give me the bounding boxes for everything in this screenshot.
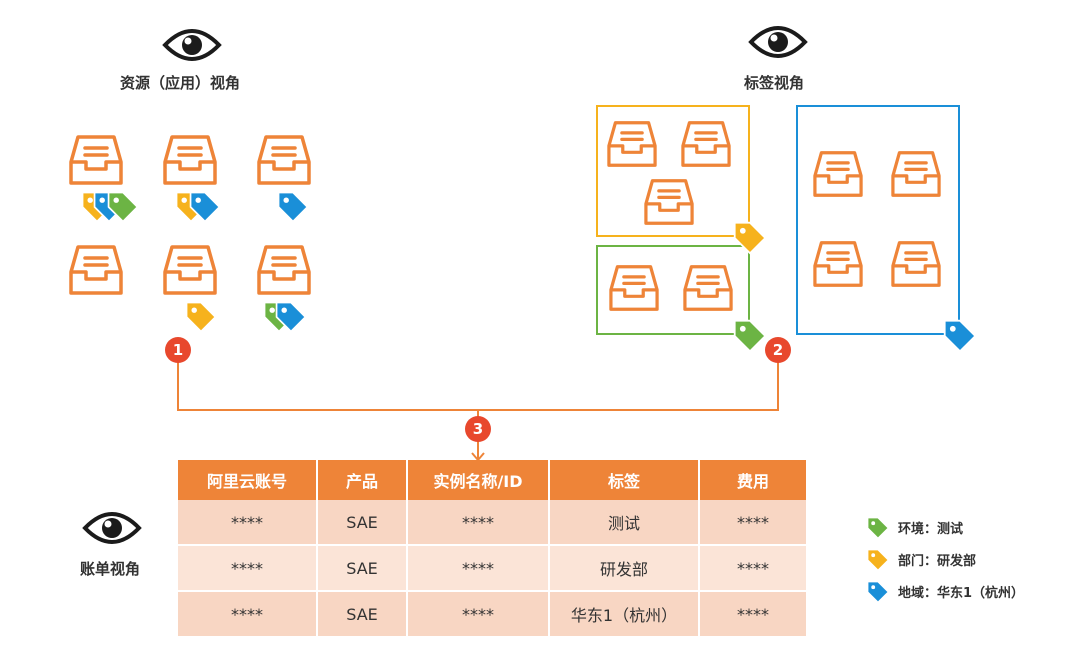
table-cell: **** bbox=[699, 545, 806, 592]
tagged-tray-icon bbox=[644, 179, 694, 225]
yellow-tag-icon bbox=[867, 549, 889, 571]
blue-tag-icon bbox=[277, 191, 309, 223]
table-row: **** SAE **** 研发部 **** bbox=[178, 545, 806, 592]
step-badge-3: 3 bbox=[465, 416, 491, 442]
step-badge-1: 1 bbox=[165, 337, 191, 363]
tagged-tray-icon bbox=[891, 151, 941, 197]
column-header: 实例名称/ID bbox=[407, 460, 550, 500]
table-cell: 研发部 bbox=[549, 545, 700, 592]
green-tag-icon bbox=[867, 517, 889, 539]
table-cell: **** bbox=[699, 500, 806, 546]
region-group-box bbox=[796, 105, 960, 335]
table-cell: **** bbox=[178, 500, 318, 546]
tagged-tray-icon bbox=[813, 241, 863, 287]
legend-label: 环境：测试 bbox=[898, 522, 964, 537]
resource-tray-icon bbox=[163, 135, 217, 185]
resource-view-label: 资源（应用）视角 bbox=[120, 74, 241, 92]
table-cell: SAE bbox=[317, 591, 408, 638]
tagged-tray-icon bbox=[607, 121, 657, 167]
bill-view-label: 账单视角 bbox=[80, 560, 141, 578]
resource-view-eye-icon bbox=[163, 29, 221, 61]
legend-item-region: 地域：华东1（杭州） bbox=[898, 582, 1024, 601]
column-header: 标签 bbox=[549, 460, 700, 500]
tagged-tray-icon bbox=[891, 241, 941, 287]
column-header: 阿里云账号 bbox=[178, 460, 318, 500]
column-header: 产品 bbox=[317, 460, 408, 500]
dept-group-box bbox=[596, 105, 750, 237]
table-cell: SAE bbox=[317, 545, 408, 592]
table-cell: **** bbox=[407, 500, 550, 546]
resource-tray-icon bbox=[163, 245, 217, 295]
tagged-tray-icon bbox=[813, 151, 863, 197]
table-cell: SAE bbox=[317, 500, 408, 546]
tagged-tray-icon bbox=[609, 265, 659, 311]
step-badge-2: 2 bbox=[765, 337, 791, 363]
blue-tag-icon bbox=[867, 581, 889, 603]
legend-item-dept: 部门：研发部 bbox=[898, 550, 976, 569]
resource-tray-icon bbox=[257, 135, 311, 185]
bill-view-eye-icon bbox=[83, 512, 141, 544]
green-tag-icon bbox=[733, 319, 767, 353]
table-cell: **** bbox=[178, 591, 318, 638]
tag-view-label: 标签视角 bbox=[744, 74, 805, 92]
yellow-tag-icon bbox=[185, 301, 217, 333]
table-header-row: 阿里云账号 产品 实例名称/ID 标签 费用 bbox=[178, 460, 806, 500]
yellow-tag-icon bbox=[733, 221, 767, 255]
resource-tray-icon bbox=[69, 135, 123, 185]
resource-tray-icon bbox=[257, 245, 311, 295]
tagged-tray-icon bbox=[683, 265, 733, 311]
table-cell: **** bbox=[407, 545, 550, 592]
table-cell: 华东1（杭州） bbox=[549, 591, 700, 638]
connector-line bbox=[177, 362, 779, 411]
resource-tray-icon bbox=[69, 245, 123, 295]
table-cell: **** bbox=[407, 591, 550, 638]
table-row: **** SAE **** 测试 **** bbox=[178, 500, 806, 546]
bill-table: 阿里云账号 产品 实例名称/ID 标签 费用 **** SAE **** 测试 … bbox=[178, 460, 806, 638]
legend-label: 地域：华东1（杭州） bbox=[898, 586, 1025, 601]
column-header: 费用 bbox=[699, 460, 806, 500]
env-group-box bbox=[596, 245, 750, 335]
table-row: **** SAE **** 华东1（杭州） **** bbox=[178, 591, 806, 638]
tagged-tray-icon bbox=[681, 121, 731, 167]
legend-item-env: 环境：测试 bbox=[898, 518, 963, 537]
blue-tag-icon bbox=[943, 319, 977, 353]
tag-view-eye-icon bbox=[749, 26, 807, 58]
table-cell: 测试 bbox=[549, 500, 700, 546]
table-cell: **** bbox=[699, 591, 806, 638]
legend-label: 部门：研发部 bbox=[898, 554, 977, 569]
table-cell: **** bbox=[178, 545, 318, 592]
